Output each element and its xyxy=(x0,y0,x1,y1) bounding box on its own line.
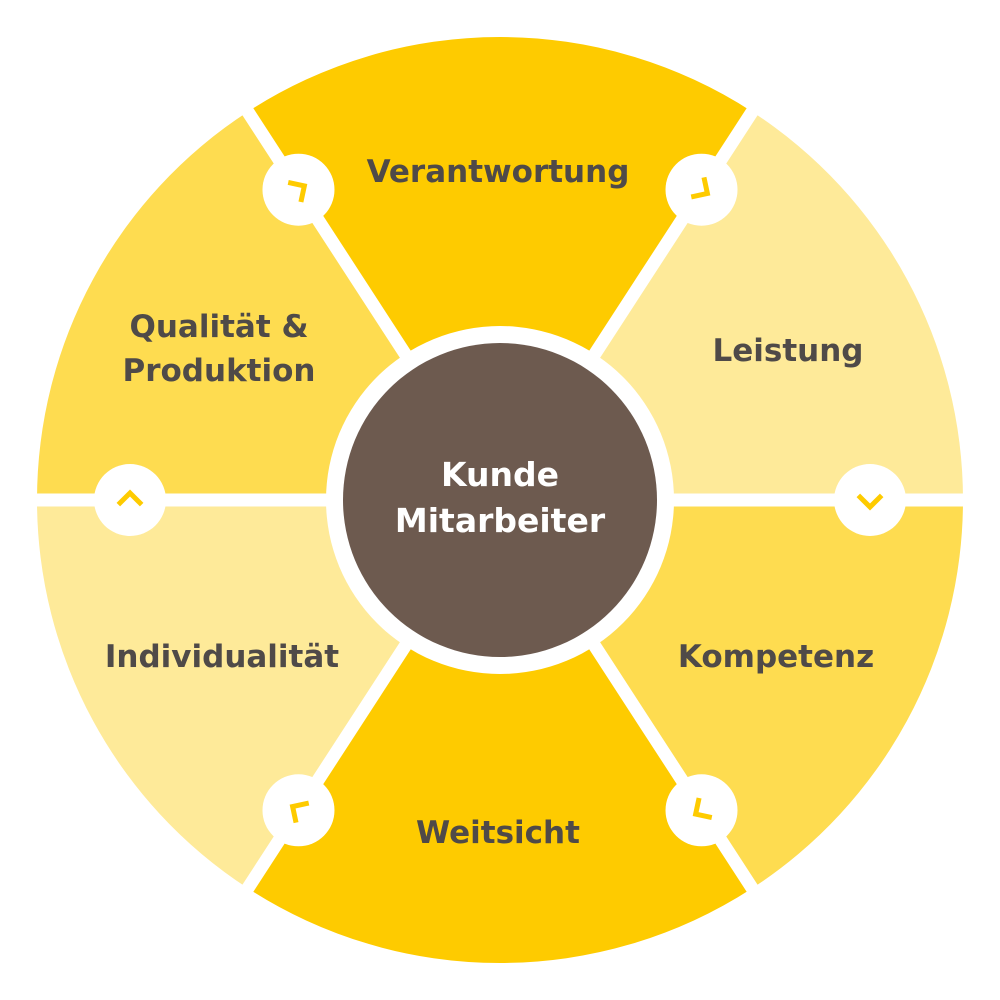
chevron-icon xyxy=(692,797,713,820)
chevron-icon xyxy=(287,180,308,203)
connector-knob xyxy=(665,774,738,847)
separator-line xyxy=(584,104,760,366)
segment-kompetenz xyxy=(589,500,963,889)
center-label-line2: Mitarbeiter xyxy=(395,501,606,540)
connector-knob xyxy=(94,464,166,536)
connector-right xyxy=(834,464,906,536)
segment-qualitaet-produktion xyxy=(37,111,411,500)
segment-label-kompetenz: Kompetenz xyxy=(678,639,874,675)
connectors-layer xyxy=(94,153,906,847)
chevron-icon xyxy=(289,800,310,824)
chevron-icon xyxy=(690,176,711,200)
segment-weitsicht xyxy=(247,638,753,963)
segment-label-qualitaet-line1: Qualität & xyxy=(130,309,309,345)
connector-knob xyxy=(834,464,906,536)
segment-label-leistung: Leistung xyxy=(712,333,863,369)
segment-label-qualitaet-line2: Produktion xyxy=(123,353,316,389)
center-hub: Kunde Mitarbeiter xyxy=(326,326,674,674)
connector-knob xyxy=(262,153,335,226)
segments-layer xyxy=(37,37,963,963)
connector-bottom-left xyxy=(262,774,335,847)
segment-verantwortung xyxy=(247,37,753,362)
labels-layer: Verantwortung Leistung Kompetenz Weitsic… xyxy=(105,154,874,851)
connector-top-left xyxy=(262,153,335,226)
separator-line xyxy=(240,634,416,896)
segment-leistung xyxy=(589,111,963,500)
chevron-up-icon xyxy=(116,489,144,507)
center-label-line1: Kunde xyxy=(441,455,559,494)
segment-label-verantwortung: Verantwortung xyxy=(367,154,630,190)
connector-knob xyxy=(262,774,335,847)
separator-line xyxy=(584,634,760,896)
connector-knob xyxy=(665,153,738,226)
separator-line xyxy=(240,104,416,366)
segment-label-weitsicht: Weitsicht xyxy=(416,815,580,851)
connector-left xyxy=(94,464,166,536)
connector-bottom-right xyxy=(665,774,738,847)
connector-top-right xyxy=(665,153,738,226)
segment-individualitaet xyxy=(37,500,411,889)
chevron-down-icon xyxy=(856,493,884,511)
segment-label-individualitaet: Individualität xyxy=(105,639,339,675)
separators-layer xyxy=(33,104,967,896)
center-disc xyxy=(343,343,657,657)
